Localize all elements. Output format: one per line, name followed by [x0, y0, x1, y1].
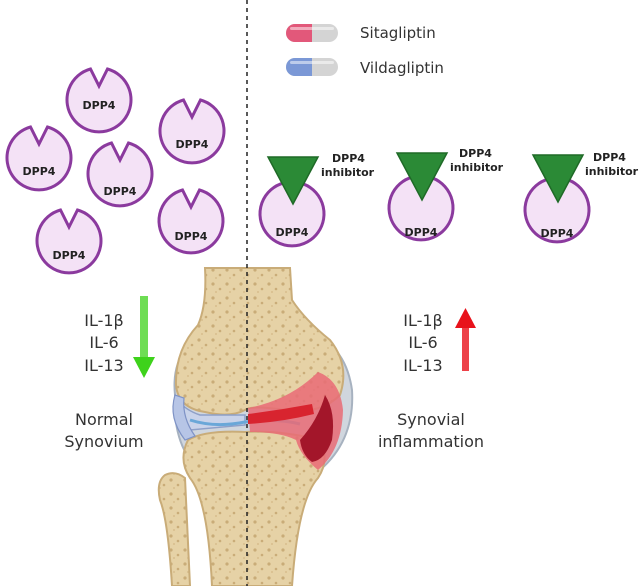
dpp4-label: DPP4 — [176, 138, 209, 151]
left-enzymes: DPP4 DPP4 DPP4 DPP4 DPP4 DPP4 — [5, 67, 226, 275]
inhibitor-label-line1: DPP4 — [332, 152, 365, 165]
tibia — [182, 430, 326, 586]
inhibitor-triangle — [531, 154, 585, 204]
dpp4-enzyme: DPP4 — [65, 67, 133, 134]
inhibitor-label-line2: inhibitor — [585, 165, 639, 178]
inhibited-dpp4: DPP4 DPP4 inhibitor — [523, 151, 639, 244]
left-cytokines: IL-1β IL-6 IL-13 — [84, 296, 155, 378]
right-inhibited-enzymes: DPP4 DPP4 inhibitor DPP4 DPP4 inhibitor … — [258, 147, 639, 248]
dpp4-label: DPP4 — [276, 226, 309, 239]
dpp4-enzyme: DPP4 — [5, 125, 73, 192]
caption-normal-line1: Normal — [75, 410, 133, 429]
right-cytokines: IL-1β IL-6 IL-13 — [403, 308, 476, 375]
inflamed-core — [300, 395, 334, 462]
inhibitor-label-line2: inhibitor — [321, 166, 375, 179]
vildagliptin-pill-icon — [286, 58, 338, 76]
normal-synovium — [172, 394, 196, 441]
inhibitor-triangle — [266, 156, 320, 206]
dpp4-label: DPP4 — [541, 227, 574, 240]
dpp4-label: DPP4 — [23, 165, 56, 178]
inhibitor-label-line1: DPP4 — [459, 147, 492, 160]
caption-inflammation-line1: Synovial — [397, 410, 465, 429]
dpp4-enzyme: DPP4 — [157, 188, 225, 255]
femur — [174, 267, 345, 416]
dpp4-enzyme: DPP4 — [158, 98, 226, 165]
inflamed-cartilage — [248, 404, 314, 424]
caption-normal-line2: Synovium — [64, 432, 143, 451]
legend: Sitagliptin Vildagliptin — [286, 24, 444, 77]
inhibitor-label-line1: DPP4 — [593, 151, 626, 164]
legend-vildagliptin-label: Vildagliptin — [360, 59, 444, 77]
knee-joint-illustration — [157, 267, 354, 586]
dpp4-enzyme: DPP4 — [86, 141, 154, 208]
cytokine-il6: IL-6 — [408, 333, 437, 352]
caption-inflammation-line2: inflammation — [378, 432, 484, 451]
dpp4-label: DPP4 — [104, 185, 137, 198]
cytokine-il6: IL-6 — [89, 333, 118, 352]
inhibitor-label-line2: inhibitor — [450, 161, 504, 174]
increase-arrow-icon — [455, 308, 476, 371]
legend-sitagliptin-label: Sitagliptin — [360, 24, 436, 42]
cytokine-il1b: IL-1β — [403, 311, 443, 330]
inhibitor-triangle — [395, 152, 449, 202]
cytokine-il13: IL-13 — [403, 356, 442, 375]
dpp4-label: DPP4 — [53, 249, 86, 262]
cytokine-il1b: IL-1β — [84, 311, 124, 330]
sitagliptin-pill-icon — [286, 24, 338, 42]
cytokine-il13: IL-13 — [84, 356, 123, 375]
fibula — [157, 472, 192, 586]
inhibited-dpp4: DPP4 DPP4 inhibitor — [387, 147, 504, 242]
decrease-arrow-icon — [133, 296, 155, 378]
inhibited-dpp4: DPP4 DPP4 inhibitor — [258, 152, 375, 248]
dpp4-label: DPP4 — [405, 226, 438, 239]
dpp4-label: DPP4 — [83, 99, 116, 112]
dpp4-enzyme: DPP4 — [35, 208, 103, 275]
dpp4-label: DPP4 — [175, 230, 208, 243]
